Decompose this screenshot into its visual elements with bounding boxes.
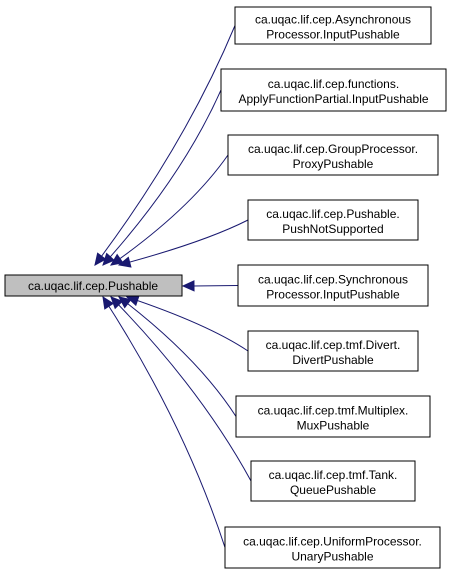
inheritance-edge — [126, 296, 249, 352]
subclass-node[interactable]: ca.uqac.lif.cep.functions.ApplyFunctionP… — [220, 68, 447, 112]
edges — [94, 25, 252, 548]
root-node-label: ca.uqac.lif.cep.Pushable — [28, 279, 158, 293]
subclass-node-label-line2: Processor.InputPushable — [266, 288, 400, 302]
subclass-node[interactable]: ca.uqac.lif.cep.SynchronousProcessor.Inp… — [237, 264, 429, 307]
inheritance-arrowhead — [117, 256, 132, 268]
inheritance-edge — [110, 154, 229, 266]
subclass-node-label-line1: ca.uqac.lif.cep.functions. — [268, 77, 399, 91]
inheritance-arrowhead — [102, 295, 115, 310]
subclass-node-label-line2: UnaryPushable — [291, 550, 373, 564]
subclass-node[interactable]: ca.uqac.lif.cep.tmf.Divert.DivertPushabl… — [247, 330, 419, 372]
subclass-node-box — [247, 330, 419, 372]
subclass-node-box — [235, 395, 431, 438]
subclass-node-label-line1: ca.uqac.lif.cep.tmf.Tank. — [269, 468, 398, 482]
subclass-node-label-line2: Processor.InputPushable — [266, 28, 400, 42]
root-node-box — [4, 274, 183, 297]
subclass-node-box — [250, 460, 416, 502]
inheritance-edge — [102, 89, 222, 266]
root-node[interactable]: ca.uqac.lif.cep.Pushable — [4, 274, 183, 297]
inheritance-edge — [118, 296, 237, 417]
inheritance-edge — [192, 285, 239, 287]
subclass-node-label-line1: ca.uqac.lif.cep.Synchronous — [258, 273, 408, 287]
subclass-node-label-line1: ca.uqac.lif.cep.Pushable. — [266, 207, 399, 221]
subclass-node-label-line1: ca.uqac.lif.cep.Asynchronous — [255, 13, 411, 27]
subclass-node[interactable]: ca.uqac.lif.cep.tmf.Multiplex.MuxPushabl… — [235, 395, 431, 438]
subclass-node-label-line1: ca.uqac.lif.cep.tmf.Divert. — [266, 338, 401, 352]
subclass-node[interactable]: ca.uqac.lif.cep.GroupProcessor.ProxyPush… — [227, 134, 439, 176]
subclass-node-box — [224, 526, 441, 569]
subclass-node-box — [237, 264, 429, 307]
inheritance-arrowhead — [181, 280, 195, 292]
subclass-node-label-line2: DivertPushable — [292, 353, 374, 367]
inheritance-arrowhead — [94, 252, 107, 266]
subclass-node-label-line2: QueuePushable — [290, 483, 376, 497]
subclass-node-label-line1: ca.uqac.lif.cep.UniformProcessor. — [243, 535, 422, 549]
inheritance-edge — [110, 296, 252, 482]
child-nodes: ca.uqac.lif.cep.AsynchronousProcessor.In… — [220, 6, 447, 569]
subclass-node[interactable]: ca.uqac.lif.cep.AsynchronousProcessor.In… — [234, 6, 432, 45]
subclass-node-box — [234, 6, 432, 45]
subclass-node-box — [247, 199, 419, 241]
inheritance-arrowhead — [102, 252, 115, 266]
subclass-node[interactable]: ca.uqac.lif.cep.UniformProcessor.UnaryPu… — [224, 526, 441, 569]
inheritance-edge — [118, 219, 249, 266]
subclass-node-label-line2: PushNotSupported — [282, 222, 383, 236]
inheritance-edge — [94, 25, 236, 266]
subclass-node-label-line1: ca.uqac.lif.cep.tmf.Multiplex. — [258, 404, 409, 418]
subclass-node-box — [220, 68, 447, 112]
subclass-node-label-line2: MuxPushable — [297, 419, 370, 433]
subclass-node-label-line1: ca.uqac.lif.cep.GroupProcessor. — [248, 142, 418, 156]
inheritance-edge — [102, 296, 226, 548]
subclass-node-label-line2: ApplyFunctionPartial.InputPushable — [238, 92, 428, 106]
subclass-node-label-line2: ProxyPushable — [293, 157, 374, 171]
inheritance-arrowhead — [110, 253, 124, 266]
subclass-node-box — [227, 134, 439, 176]
subclass-node[interactable]: ca.uqac.lif.cep.tmf.Tank.QueuePushable — [250, 460, 416, 502]
inheritance-arrowhead — [110, 296, 124, 310]
subclass-node[interactable]: ca.uqac.lif.cep.Pushable.PushNotSupporte… — [247, 199, 419, 241]
